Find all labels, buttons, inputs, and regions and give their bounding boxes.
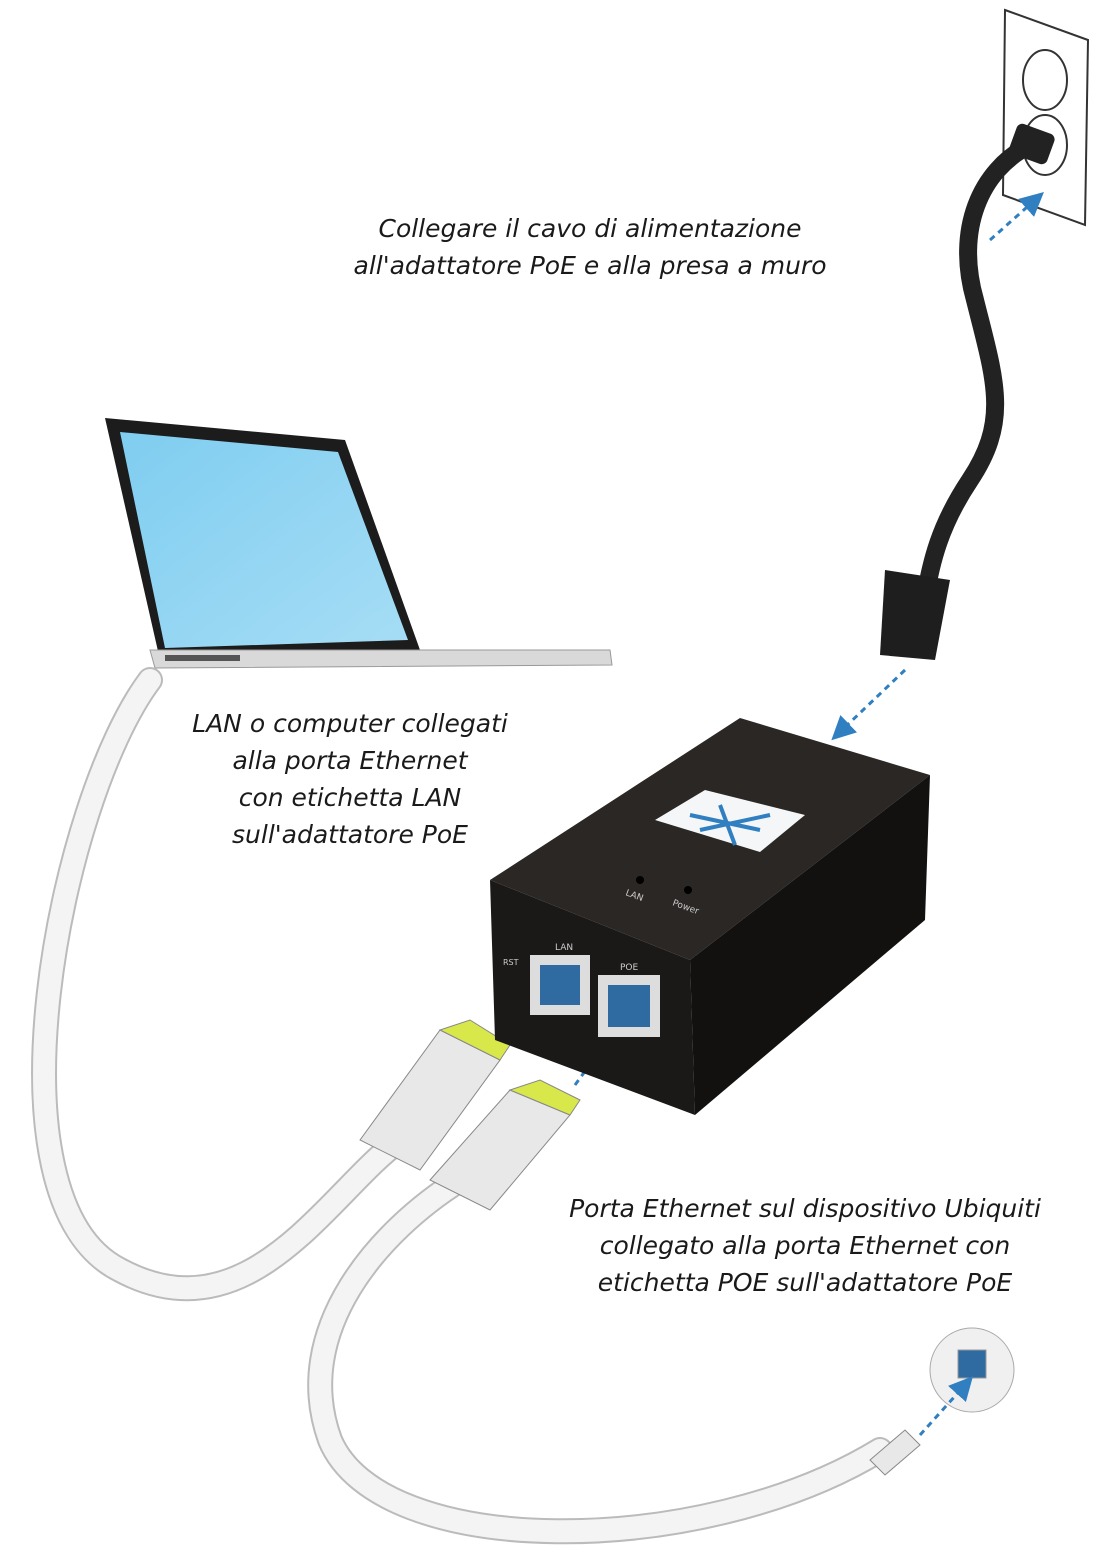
wall-outlet (1001, 8, 1090, 227)
device-connector (869, 1429, 921, 1476)
reset-label: RST (503, 958, 519, 967)
caption-poe: Porta Ethernet sul dispositivo Ubiquiti … (550, 1190, 1060, 1301)
caption-line: sull'adattatore PoE (232, 820, 468, 849)
caption-line: etichetta POE sull'adattatore PoE (597, 1268, 1013, 1297)
caption-power: Collegare il cavo di alimentazione all'a… (340, 210, 840, 284)
arrow-power (831, 668, 907, 741)
caption-line: Porta Ethernet sul dispositivo Ubiquiti (569, 1194, 1041, 1223)
caption-line: alla porta Ethernet (232, 746, 468, 775)
caption-line: all'adattatore PoE e alla presa a muro (353, 251, 827, 280)
caption-line: con etichetta LAN (238, 783, 462, 812)
poe-adapter: LAN Power RST LAN POE (490, 718, 930, 1115)
arrow-device (918, 1376, 974, 1437)
port-lan-label: LAN (555, 943, 573, 953)
port-poe-label: POE (620, 963, 639, 973)
power-cable (880, 123, 1055, 660)
caption-line: Collegare il cavo di alimentazione (378, 214, 802, 243)
arrow-wall (989, 192, 1044, 242)
laptop (105, 418, 613, 669)
poe-connector (429, 1079, 581, 1211)
ubiquiti-logo (655, 790, 805, 852)
caption-line: LAN o computer collegati (192, 709, 508, 738)
caption-line: collegato alla porta Ethernet con (599, 1231, 1011, 1260)
ubiquiti-device-port (929, 1327, 1015, 1413)
caption-lan: LAN o computer collegati alla porta Ethe… (175, 705, 525, 853)
